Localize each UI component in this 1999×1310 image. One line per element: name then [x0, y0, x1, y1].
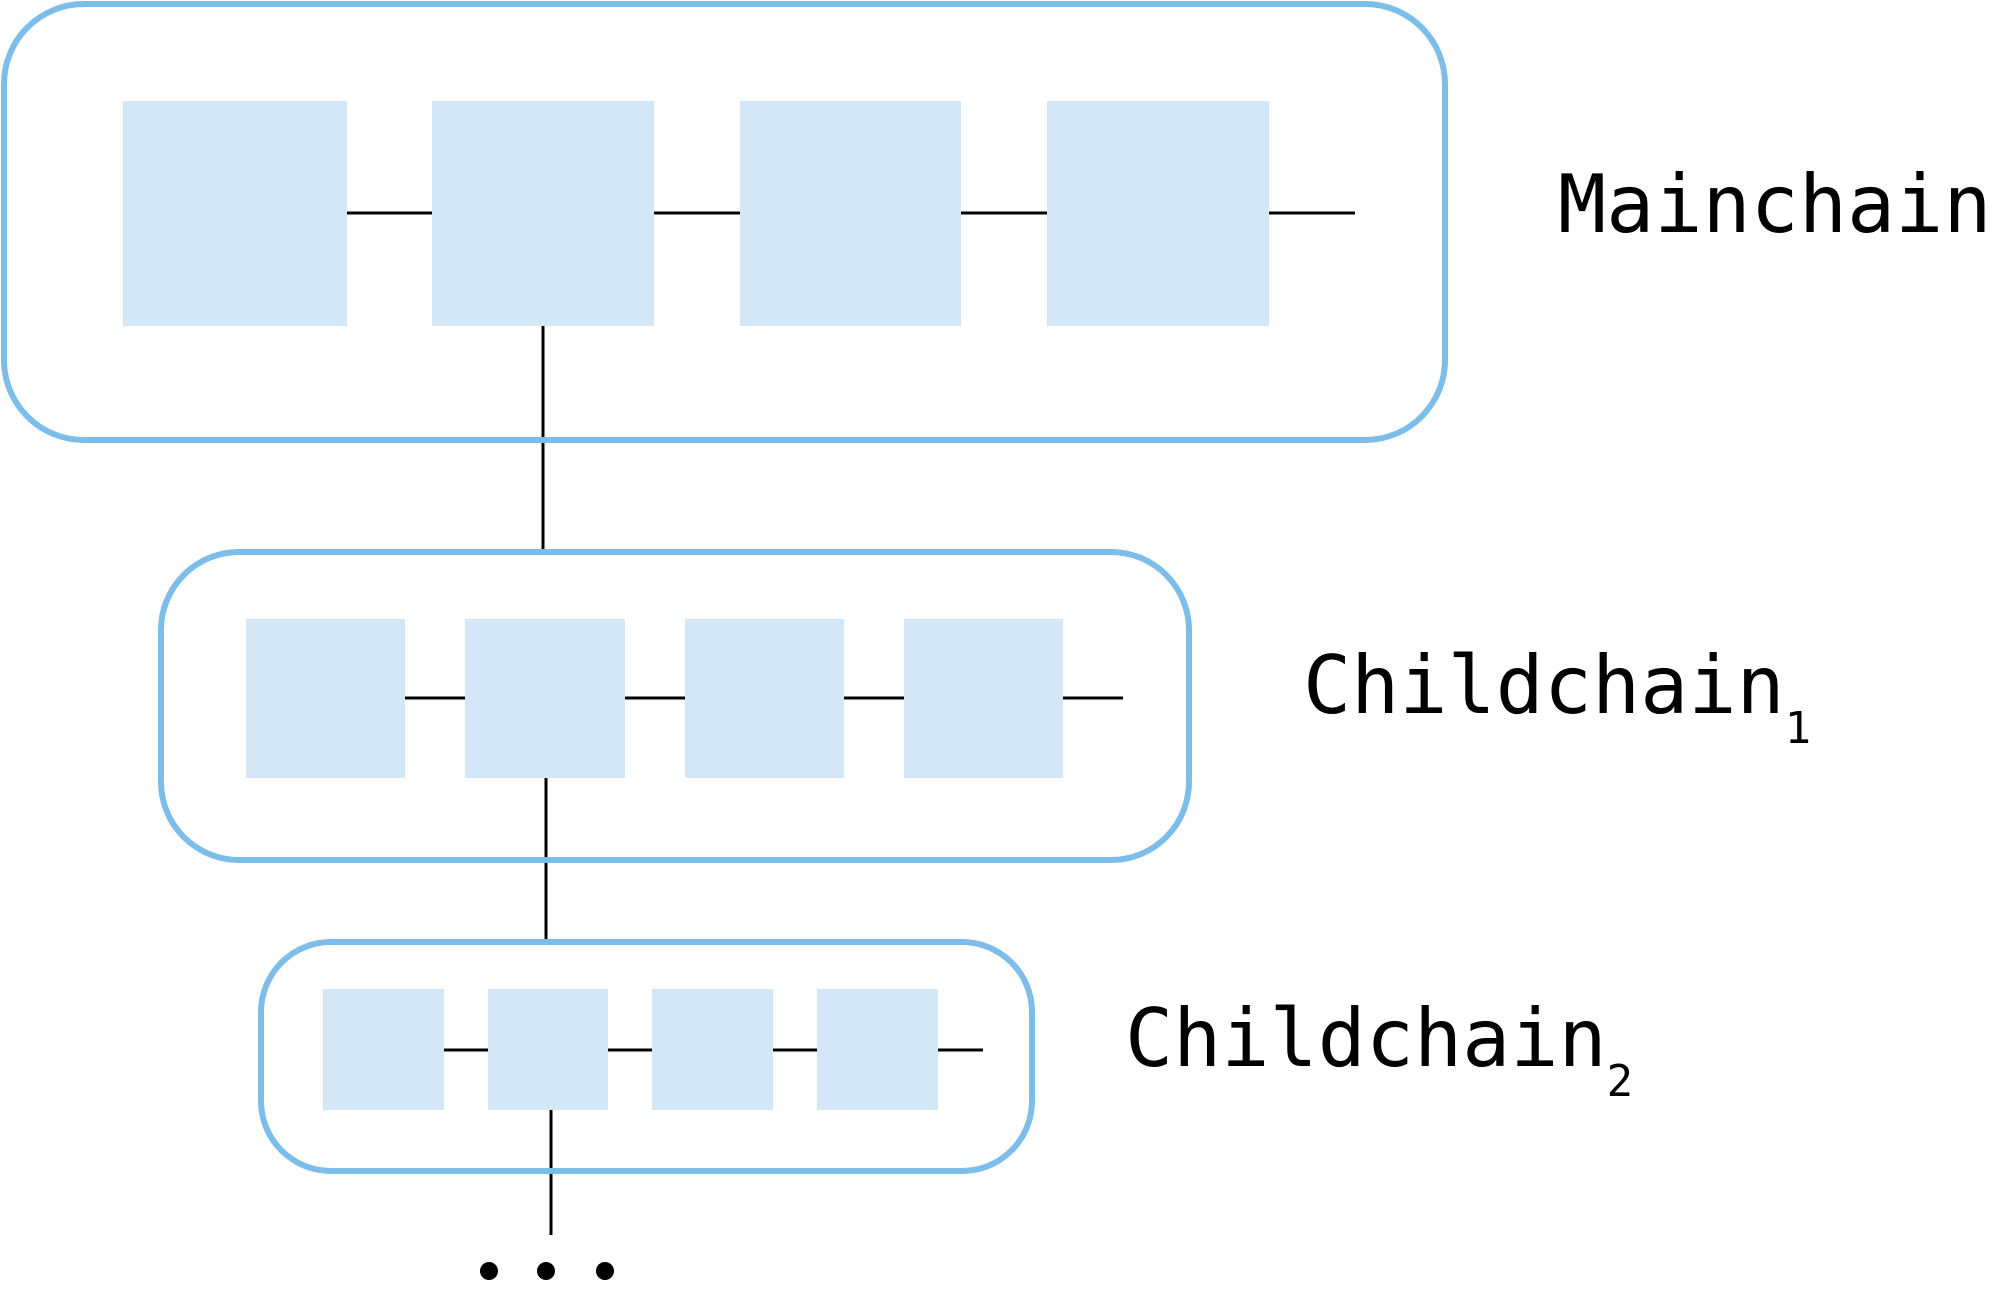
- childchain-1-block: [465, 619, 625, 778]
- mainchain-label: Mainchain: [1558, 158, 1991, 251]
- childchain-2-subscript: 2: [1607, 1056, 1634, 1107]
- continuation-ellipsis-text: ...: [550, 1279, 552, 1281]
- mainchain-block: [123, 101, 347, 326]
- mainchain-block: [432, 101, 654, 326]
- ellipsis-dot: [537, 1262, 555, 1280]
- mainchain-frame: [1, 1, 1448, 443]
- childchain-2-label: Childchain2: [1125, 992, 1633, 1107]
- childchain-2-frame: [258, 939, 1035, 1174]
- childchain-1-subscript: 1: [1785, 703, 1812, 754]
- childchain-1-group: Childchain1: [158, 549, 1811, 863]
- ellipsis-dot: [596, 1262, 614, 1280]
- childchain-1-label: Childchain1: [1303, 639, 1811, 754]
- childchain-1-block: [246, 619, 405, 778]
- ellipsis-dot: [480, 1262, 498, 1280]
- childchain-2-block: [652, 989, 773, 1110]
- continuation-ellipsis: ...: [480, 1262, 614, 1281]
- mainchain-group: Mainchain: [1, 1, 1991, 443]
- childchain-2-group: Childchain2: [258, 939, 1633, 1174]
- childchain-2-block: [817, 989, 938, 1110]
- mainchain-block: [1047, 101, 1269, 326]
- mainchain-block: [740, 101, 961, 326]
- childchain-1-block: [904, 619, 1063, 778]
- childchain-1-block: [685, 619, 844, 778]
- childchain-2-block: [323, 989, 444, 1110]
- childchain-1-frame: [158, 549, 1192, 863]
- childchain-2-block: [488, 989, 608, 1110]
